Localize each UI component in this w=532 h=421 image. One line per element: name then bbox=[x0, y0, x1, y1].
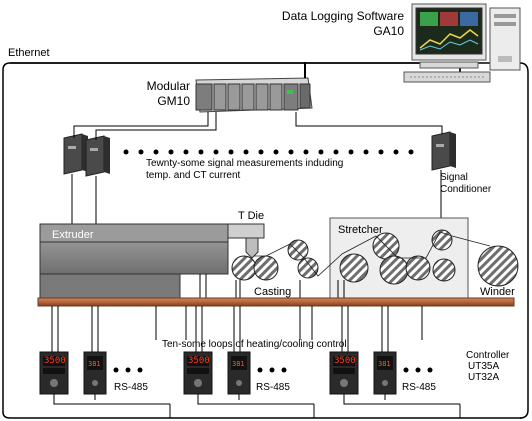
controller-group-3 bbox=[329, 351, 397, 395]
rs485-label-1: RS-485 bbox=[114, 382, 148, 393]
controller-group-2 bbox=[183, 351, 251, 395]
heater-rail bbox=[37, 297, 515, 307]
controller-label-3: UT32A bbox=[468, 372, 500, 383]
casting-label: Casting bbox=[254, 286, 292, 298]
svg-text:381: 381 bbox=[232, 360, 245, 368]
signals-line-2: temp. and CT current bbox=[146, 170, 241, 181]
controller-label-2: UT35A bbox=[468, 361, 500, 372]
software-model: GA10 bbox=[373, 24, 404, 38]
rs485-label-2: RS-485 bbox=[256, 382, 290, 393]
controller-label-1: Controller bbox=[466, 350, 510, 361]
signal-conditioner-left-icon bbox=[63, 133, 110, 177]
extruder-label: Extruder bbox=[52, 229, 94, 241]
rs485-label-3: RS-485 bbox=[402, 382, 436, 393]
loops-label: Ten-some loops of heating/cooling contro… bbox=[162, 339, 347, 350]
modular-model: GM10 bbox=[157, 94, 190, 108]
controller-display-1: 3500 bbox=[44, 356, 66, 366]
signal-conditioner-right-icon bbox=[431, 131, 456, 171]
svg-text:381: 381 bbox=[378, 360, 391, 368]
ethernet-label: Ethernet bbox=[8, 47, 50, 59]
controller-display-2: 3500 bbox=[188, 356, 210, 366]
signals-line-1: Tewnty-some signal measurements induding bbox=[146, 158, 344, 169]
gm10-module-icon bbox=[195, 62, 313, 113]
software-title: Data Logging Software bbox=[281, 9, 404, 23]
signal-conditioner-line-1: Signal bbox=[440, 172, 468, 183]
pc-workstation-icon bbox=[403, 3, 521, 83]
modular-title: Modular bbox=[146, 79, 190, 93]
controller-display-3: 3500 bbox=[334, 356, 356, 366]
signal-conditioner-line-2: Conditioner bbox=[440, 184, 492, 195]
t-die-label: T Die bbox=[238, 210, 265, 222]
winder-label: Winder bbox=[480, 286, 515, 298]
signal-dots bbox=[123, 149, 414, 155]
svg-text:381: 381 bbox=[88, 360, 101, 368]
extruder-machine bbox=[39, 223, 265, 299]
stretcher-label: Stretcher bbox=[338, 224, 383, 236]
controller-group-1 bbox=[39, 351, 107, 395]
